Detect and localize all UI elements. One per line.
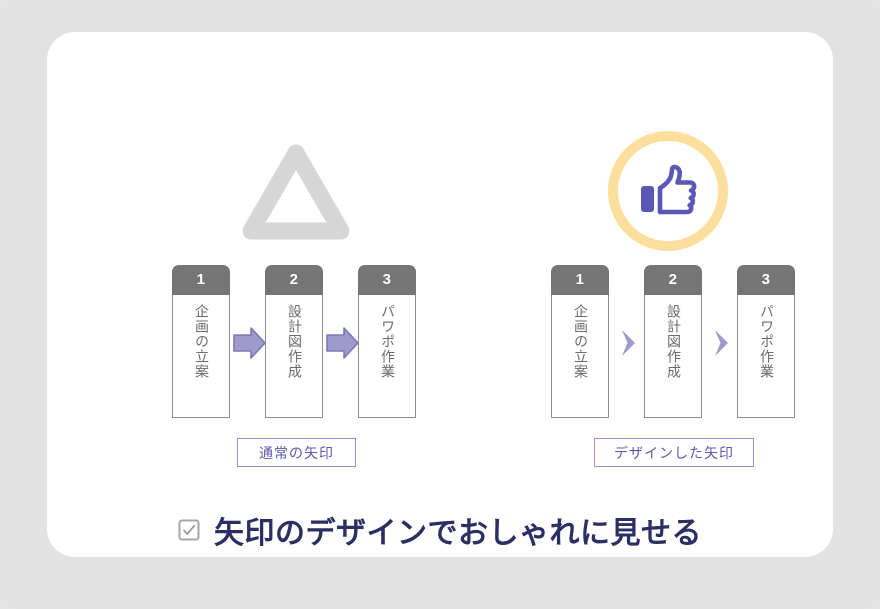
thumbs-up-icon — [636, 159, 700, 223]
step-number: 1 — [172, 265, 230, 295]
step-box: 1 企画の立案 — [551, 265, 609, 420]
step-label: 設計図作成 — [287, 304, 303, 379]
slide-card: 1 企画の立案 2 設計図作成 — [47, 32, 833, 557]
page-title: 矢印のデザインでおしゃれに見せる — [214, 517, 702, 550]
step-body: パワポ作業 — [737, 295, 795, 418]
step-body: 設計図作成 — [265, 295, 323, 418]
chevron-right-icon — [611, 323, 647, 363]
block-arrow-right-icon — [232, 323, 268, 363]
step-body: 企画の立案 — [551, 295, 609, 418]
thumbs-up-badge — [608, 131, 728, 251]
step-box: 3 パワポ作業 — [358, 265, 416, 420]
step-label: 企画の立案 — [573, 304, 589, 379]
headline-row: 矢印のデザインでおしゃれに見せる — [47, 508, 833, 552]
step-number: 2 — [644, 265, 702, 295]
step-label: パワポ作業 — [759, 304, 775, 379]
caption-normal-arrow: 通常の矢印 — [237, 438, 356, 467]
yellow-ring — [608, 131, 728, 251]
triangle-outline-icon — [237, 137, 355, 247]
step-number: 1 — [551, 265, 609, 295]
step-box: 2 設計図作成 — [265, 265, 323, 420]
step-number: 3 — [737, 265, 795, 295]
checkbox-checked-icon — [178, 519, 200, 541]
step-label: 設計図作成 — [666, 304, 682, 379]
step-box: 3 パワポ作業 — [737, 265, 795, 420]
step-number: 2 — [265, 265, 323, 295]
step-label: パワポ作業 — [380, 304, 396, 379]
chevron-right-icon — [704, 323, 740, 363]
step-box: 1 企画の立案 — [172, 265, 230, 420]
step-body: 設計図作成 — [644, 295, 702, 418]
block-arrow-right-icon — [325, 323, 361, 363]
caption-designed-arrow: デザインした矢印 — [594, 438, 754, 467]
step-number: 3 — [358, 265, 416, 295]
step-box: 2 設計図作成 — [644, 265, 702, 420]
step-body: 企画の立案 — [172, 295, 230, 418]
step-label: 企画の立案 — [194, 304, 210, 379]
step-body: パワポ作業 — [358, 295, 416, 418]
